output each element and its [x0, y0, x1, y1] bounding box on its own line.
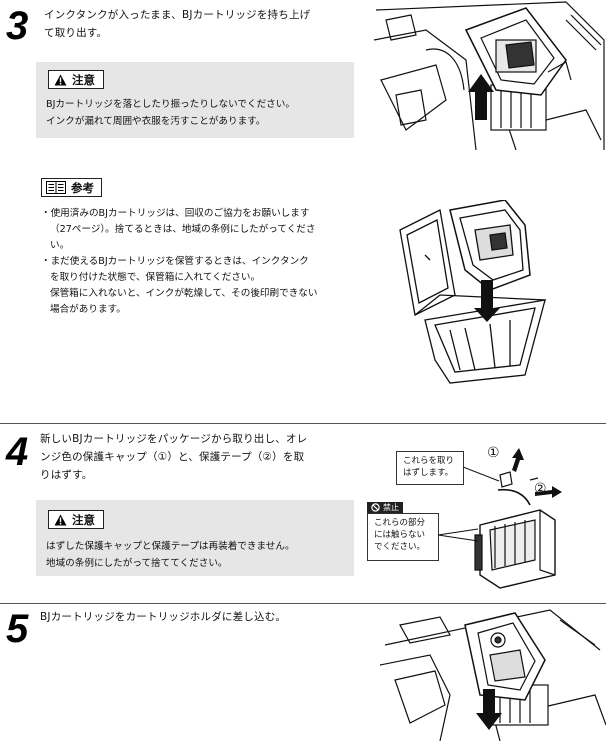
reference-line: （27ページ）。捨てるときは、地域の条例にしたがってくださ	[50, 224, 316, 235]
remove-callout: これらを取り はずします。	[396, 451, 464, 485]
instruction-line: ンジ色の保護キャップ（①）と、保護テープ（②）を取	[40, 451, 305, 463]
reference-line: 場合があります。	[50, 304, 126, 315]
step-number: 3	[6, 4, 29, 48]
step-instruction: 新しいBJカートリッジをパッケージから取り出し、オレ ンジ色の保護キャップ（①）…	[40, 430, 370, 484]
cartridge-protective-cap-illustration	[474, 448, 562, 589]
step-instruction: BJカートリッジをカートリッジホルダに差し込む。	[40, 611, 287, 623]
reference-line: 保管箱に入れないと、インクが乾燥して、その後印刷できない	[50, 288, 318, 299]
caution-title: 注意	[72, 512, 95, 527]
marker-2: ②	[534, 481, 547, 497]
cartridge-insertion-illustration	[380, 609, 606, 741]
reference-line: い。	[50, 240, 70, 251]
caution-line: 地域の条例にしたがって捨ててください。	[46, 558, 228, 569]
caution-title: 注意	[72, 72, 95, 87]
reference-label: 参考	[41, 178, 102, 197]
caution-text: はずした保護キャップと保護テープは再装着できません。 地域の条例にしたがって捨て…	[46, 538, 351, 572]
reference-text: ・使用済みのBJカートリッジは、回収のご協力をお願いします （27ページ）。捨て…	[41, 206, 361, 318]
caution-box: 注意 はずした保護キャップと保護テープは再装着できません。 地域の条例にしたがっ…	[36, 500, 354, 576]
instruction-line: 新しいBJカートリッジをパッケージから取り出し、オレ	[40, 433, 308, 445]
caution-line: BJカートリッジを落としたり振ったりしないでください。	[46, 99, 295, 110]
callout-leader	[438, 528, 479, 542]
caution-label: 注意	[48, 70, 104, 89]
caution-line: インクが漏れて周囲や衣服を汚すことがあります。	[46, 116, 266, 127]
prohibit-label: 禁止	[383, 503, 399, 512]
instruction-line: りはずす。	[40, 469, 93, 481]
prohibit-badge: 禁止	[367, 502, 403, 513]
step-number: 5	[6, 607, 29, 651]
reference-line: を取り付けた状態で、保管箱に入れてください。	[50, 272, 261, 283]
marker-1: ①	[487, 445, 500, 461]
reference-line: ・まだ使えるBJカートリッジを保管するときは、インクタンク	[41, 256, 309, 267]
do-not-touch-callout: これらの部分 には触らない でください。	[367, 513, 439, 561]
warning-icon	[54, 74, 67, 85]
step-number: 4	[6, 430, 29, 474]
caution-line: はずした保護キャップと保護テープは再装着できません。	[46, 541, 295, 552]
caution-text: BJカートリッジを落としたり振ったりしないでください。 インクが漏れて周囲や衣服…	[46, 96, 351, 130]
caution-box: 注意 BJカートリッジを落としたり振ったりしないでください。 インクが漏れて周囲…	[36, 62, 354, 138]
section-divider	[0, 603, 606, 604]
caution-label: 注意	[48, 510, 104, 529]
reference-title: 参考	[71, 180, 94, 195]
instruction-line: インクタンクが入ったまま、BJカートリッジを持ち上げ	[44, 9, 311, 21]
book-icon	[46, 181, 66, 194]
warning-icon	[54, 514, 67, 525]
prohibited-icon	[371, 503, 380, 512]
step-instruction: インクタンクが入ったまま、BJカートリッジを持ち上げ て取り出す。	[44, 6, 374, 42]
printer-cartridge-removal-illustration	[373, 1, 605, 150]
reference-line: ・使用済みのBJカートリッジは、回収のご協力をお願いします	[41, 208, 310, 219]
storage-box-illustration	[399, 200, 547, 384]
instruction-line: て取り出す。	[44, 27, 108, 39]
callout-leader	[463, 466, 500, 482]
section-divider	[0, 423, 606, 424]
